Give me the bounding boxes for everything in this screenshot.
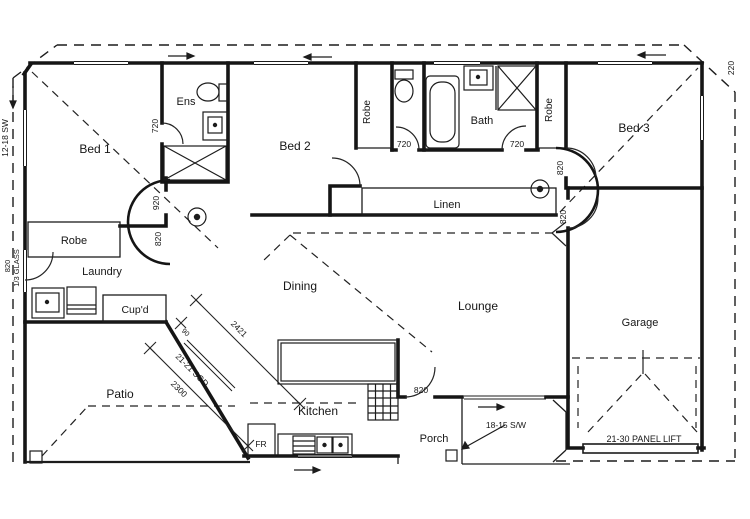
family-window-line (464, 395, 546, 400)
garage-door-arc (567, 197, 599, 229)
arrows (9, 51, 666, 474)
dim-garage-door: 21-30 PANEL LIFT (606, 434, 682, 444)
shower-icon-ens (163, 145, 227, 181)
light-icon-hall-west (187, 207, 207, 227)
cupboard-box (102, 294, 167, 323)
windows (22, 60, 705, 459)
room-label-kitchen: Kitchen (298, 404, 338, 418)
room-label-ens: Ens (177, 96, 196, 108)
room-label-robe-bed1: Robe (61, 235, 87, 247)
patio-post (29, 450, 43, 464)
room-label-robe-bed2: Robe (362, 100, 373, 124)
sink-bench (277, 433, 353, 457)
ceiling-junctions (551, 221, 644, 374)
shower-icon-bath (497, 65, 537, 111)
bed3-ceiling-diagonal (559, 67, 699, 213)
dim-laundry-glass: 1/3 GLASS (12, 249, 21, 287)
dim-wall-nib: 90 (180, 328, 191, 339)
pantry-grid (367, 383, 399, 421)
front-door-arc (404, 366, 436, 398)
room-label-robe-bed3: Robe (544, 98, 555, 122)
kitchen-bench (277, 339, 399, 385)
room-label-bath: Bath (471, 115, 494, 127)
room-label-bed3: Bed 3 (618, 121, 650, 135)
arrow-eave-left (9, 86, 17, 110)
dim-sliding-door-width: 2300 (169, 379, 190, 400)
light-icon-hall-east (530, 179, 550, 199)
wc-door-arc (395, 126, 420, 151)
bed3-door-arc (565, 147, 597, 179)
dim-lounge-door-b: 820 (558, 210, 568, 224)
dim-entry-door: 820 (414, 385, 428, 395)
linen-box (361, 187, 557, 216)
bed1-ceiling-diagonal (31, 71, 219, 249)
dim-left-window: 12-18 SW (0, 119, 10, 157)
dim-wc-door: 720 (397, 139, 411, 149)
arrow-kitchen-window (294, 466, 322, 474)
arrow-family-window (478, 403, 506, 411)
bed2-door-arc (331, 157, 361, 187)
arrow-top-2 (302, 53, 332, 61)
washer-icon (66, 286, 97, 315)
sliding-door-line (183, 339, 236, 392)
vanity-icon-bath (463, 65, 494, 91)
dim-lounge-door-a: 820 (555, 161, 565, 175)
dimension-lines (143, 293, 307, 453)
dim-bath-door: 720 (510, 139, 524, 149)
room-label-garage: Garage (622, 317, 659, 329)
arrow-top-1 (168, 52, 196, 60)
curved-wall-west (126, 178, 171, 266)
porch-edge (461, 397, 570, 465)
room-label-bed1: Bed 1 (79, 142, 111, 156)
dim-hall-door-a: 920 (151, 196, 161, 210)
room-label-bed2: Bed 2 (279, 139, 311, 153)
bath-door-arc (501, 125, 527, 151)
room-label-porch: Porch (420, 433, 449, 445)
vanity-icon-ens (202, 111, 229, 141)
fixtures (29, 65, 699, 464)
toilet-icon-ens (196, 82, 229, 102)
room-label-cupd: Cup'd (121, 304, 148, 316)
ens-door-arc (161, 122, 184, 145)
wall-bed3-garage (564, 176, 704, 190)
robe-bed1-box (27, 221, 121, 258)
dim-line-2421 (195, 299, 301, 405)
laundry-tub-icon (31, 287, 65, 319)
dim-laundry-window: 820 (3, 260, 12, 273)
room-label-laundry: Laundry (82, 266, 122, 278)
roof-outline (12, 44, 736, 462)
room-label-patio: Patio (106, 387, 134, 401)
bathtub-icon (425, 75, 460, 149)
door-arcs (24, 122, 599, 398)
laundry-door-arc (24, 251, 54, 281)
arrow-porch-step (461, 424, 506, 450)
dining-ceiling-diagonal (289, 234, 433, 353)
room-label-dining: Dining (283, 279, 317, 293)
arrow-top-3 (636, 51, 666, 59)
room-label-linen: Linen (434, 199, 461, 211)
porch-step (445, 449, 458, 462)
wall-angled-sgd (163, 319, 251, 461)
dim-right-eave: 220 (726, 61, 736, 75)
dim-ens-door: 720 (150, 119, 160, 133)
dim-hall-door-b: 820 (153, 232, 163, 246)
garage-panel-door (582, 443, 699, 454)
fridge-label: FR (255, 439, 266, 449)
room-label-lounge: Lounge (458, 299, 498, 313)
toilet-icon-wc (394, 69, 414, 103)
dim-line-sgd (149, 347, 249, 447)
room-labels: Bed 1 Ens Bed 2 Bed 3 Bath Linen Robe La… (61, 96, 659, 449)
fridge-box (247, 423, 276, 458)
dim-family-window: 18-15 S/W (486, 420, 526, 430)
